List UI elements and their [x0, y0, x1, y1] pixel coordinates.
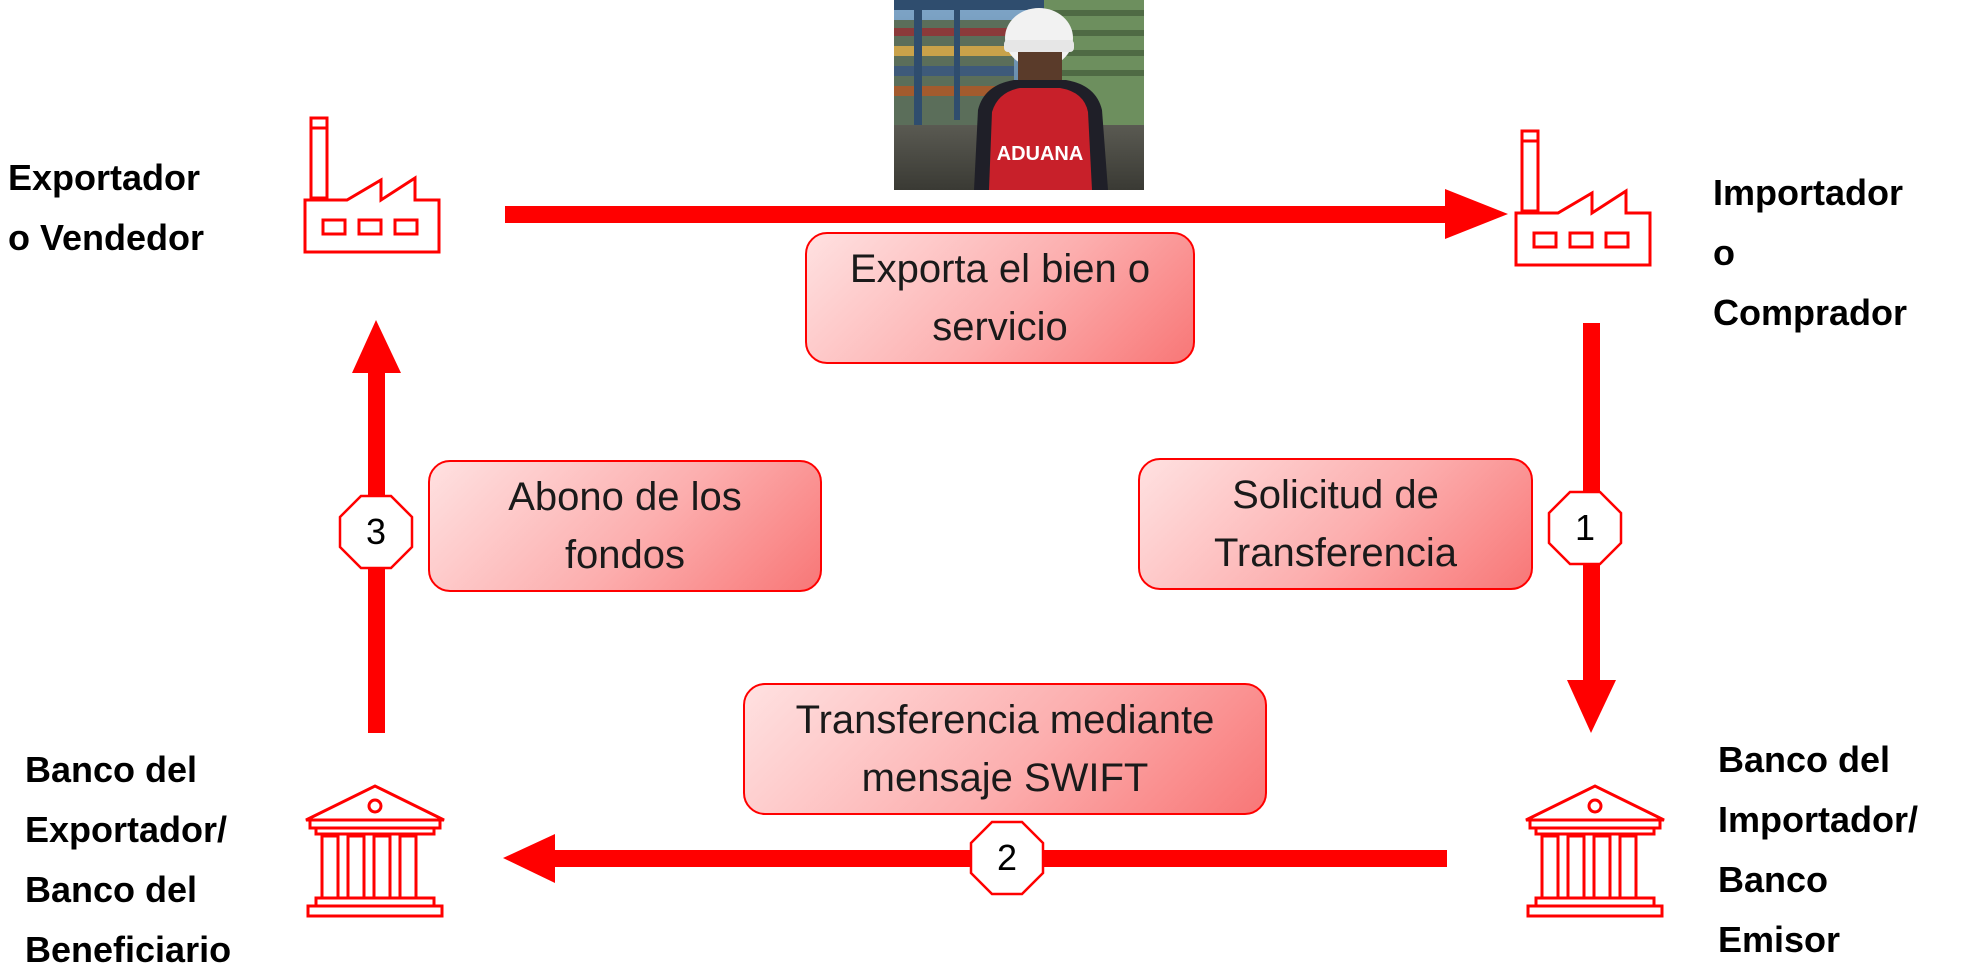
exporter-label-line-2: o Vendedor	[8, 217, 205, 258]
importer-bank-label-line-2: Importador/	[1718, 799, 1919, 840]
importer-factory-icon	[1514, 129, 1652, 267]
swift-callout: Transferencia mediante mensaje SWIFT	[743, 683, 1267, 815]
swift-callout-line-1: Transferencia mediante	[795, 698, 1215, 742]
swift-callout-line-2: mensaje SWIFT	[861, 756, 1149, 800]
importer-bank-label-line-1: Banco del	[1718, 739, 1891, 780]
step-2-number: 2	[996, 837, 1018, 878]
credit-callout-line-1: Abono de los	[508, 475, 742, 519]
request-callout-line-2: Transferencia	[1213, 531, 1458, 575]
vest-label: ADUANA	[997, 143, 1084, 165]
exporter-bank-label-line-1: Banco del	[25, 749, 198, 790]
importer-bank-label: Banco del Importador/ Banco Emisor	[1718, 730, 1918, 970]
step-2-badge: 2	[969, 820, 1045, 896]
exporter-factory-icon	[303, 116, 441, 254]
exporter-label-line-1: Exportador	[8, 157, 201, 198]
export-callout-line-2: servicio	[932, 305, 1068, 349]
importer-bank-label-line-3: Banco	[1718, 859, 1829, 900]
request-callout-line-1: Solicitud de	[1232, 473, 1439, 517]
export-callout: Exporta el bien o servicio	[805, 232, 1195, 364]
exporter-bank-label-line-3: Banco del	[25, 869, 198, 910]
step-3-number: 3	[365, 511, 387, 552]
importer-bank-icon	[1525, 784, 1665, 918]
credit-callout-line-2: fondos	[564, 533, 686, 577]
arrow-export	[505, 189, 1508, 239]
credit-callout: Abono de los fondos	[428, 460, 822, 592]
export-callout-line-1: Exporta el bien o	[849, 247, 1151, 291]
request-callout: Solicitud de Transferencia	[1138, 458, 1533, 590]
importer-label-line-1: Importador	[1713, 172, 1904, 213]
exporter-label: Exportador o Vendedor	[8, 148, 204, 268]
step-1-number: 1	[1574, 507, 1596, 548]
exporter-bank-label-line-2: Exportador/	[25, 809, 228, 850]
importer-label-line-2: o	[1713, 232, 1735, 273]
customs-officer-photo: ADUANA	[894, 0, 1144, 190]
step-3-badge: 3	[338, 494, 414, 570]
exporter-bank-label-line-4: Beneficiario	[25, 929, 232, 970]
importer-label-line-3: Comprador	[1713, 292, 1908, 333]
customs-photo-illustration: ADUANA	[894, 0, 1144, 190]
exporter-bank-icon	[305, 784, 445, 918]
step-1-badge: 1	[1547, 490, 1623, 566]
importer-bank-label-line-4: Emisor	[1718, 919, 1841, 960]
exporter-bank-label: Banco del Exportador/ Banco del Benefici…	[25, 740, 231, 980]
importer-label: Importador o Comprador	[1713, 163, 1907, 343]
